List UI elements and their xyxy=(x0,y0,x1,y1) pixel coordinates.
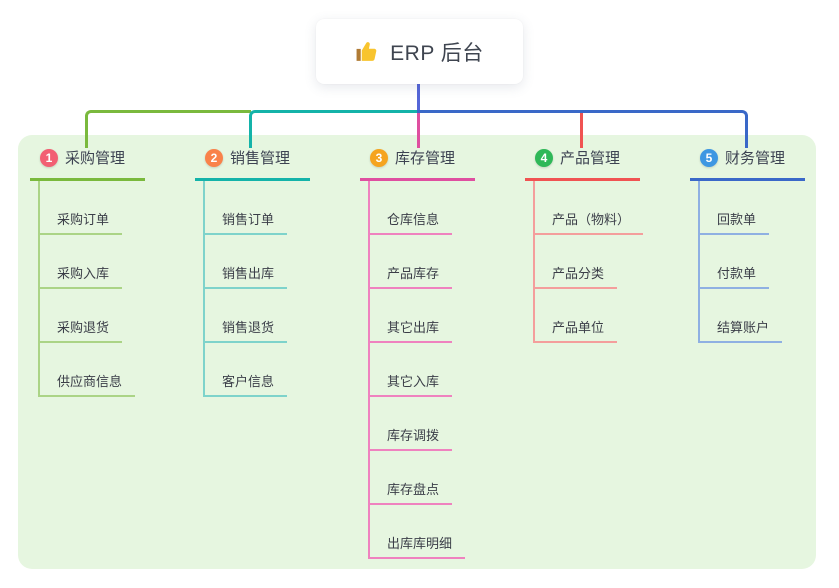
child-list-finance: 回款单 付款单 结算账户 xyxy=(698,181,805,343)
connector-branch-product xyxy=(580,113,583,148)
child-list-sales: 销售订单 销售出库 销售退货 客户信息 xyxy=(203,181,310,397)
child-node: 销售出库 xyxy=(205,235,310,289)
branch-number-badge: 1 xyxy=(40,148,58,167)
root-connector-line xyxy=(417,84,420,111)
child-node: 库存调拨 xyxy=(370,397,475,451)
child-node: 销售退货 xyxy=(205,289,310,343)
connector-branch-inventory xyxy=(417,113,420,148)
child-node-label[interactable]: 付款单 xyxy=(700,263,770,289)
child-node-label[interactable]: 销售订单 xyxy=(205,209,288,235)
branch-number-badge: 5 xyxy=(700,148,718,167)
child-node-label[interactable]: 采购入库 xyxy=(40,263,123,289)
child-node: 库存盘点 xyxy=(370,451,475,505)
branch-number-badge: 2 xyxy=(205,148,223,167)
branch-section-finance: 5 财务管理 回款单 付款单 结算账户 xyxy=(690,147,805,343)
child-node-label[interactable]: 其它出库 xyxy=(370,317,453,343)
child-node: 仓库信息 xyxy=(370,181,475,235)
branch-node-purchase[interactable]: 1 采购管理 xyxy=(30,147,145,181)
branch-node-product[interactable]: 4 产品管理 xyxy=(525,147,640,181)
child-list-product: 产品（物料） 产品分类 产品单位 xyxy=(533,181,644,343)
branch-number-badge: 4 xyxy=(535,148,553,167)
branch-label: 采购管理 xyxy=(65,150,126,167)
branch-section-purchase: 1 采购管理 采购订单 采购入库 采购退货 供应商信息 xyxy=(30,147,145,397)
root-node-erp[interactable]: ERP 后台 xyxy=(316,19,523,84)
branch-number-badge: 3 xyxy=(370,148,388,167)
child-node-label[interactable]: 销售退货 xyxy=(205,317,288,343)
branch-label: 库存管理 xyxy=(395,150,456,167)
branch-node-finance[interactable]: 5 财务管理 xyxy=(690,147,805,181)
branch-section-sales: 2 销售管理 销售订单 销售出库 销售退货 客户信息 xyxy=(195,147,310,397)
child-node: 销售订单 xyxy=(205,181,310,235)
child-node-label[interactable]: 其它入库 xyxy=(370,371,453,397)
connector-branch-finance xyxy=(417,110,748,148)
branch-label: 产品管理 xyxy=(560,150,621,167)
child-node: 产品分类 xyxy=(535,235,643,289)
child-node-label[interactable]: 回款单 xyxy=(700,209,770,235)
child-node: 出库库明细 xyxy=(370,505,475,559)
child-node-label[interactable]: 产品（物料） xyxy=(535,209,644,235)
branch-section-inventory: 3 库存管理 仓库信息 产品库存 其它出库 其它入库 库存调拨 库存盘点 出库库… xyxy=(360,147,475,559)
thumbs-up-icon xyxy=(356,42,377,61)
branch-node-inventory[interactable]: 3 库存管理 xyxy=(360,147,475,181)
connector-branch-purchase xyxy=(85,110,251,148)
child-node-label[interactable]: 结算账户 xyxy=(700,317,783,343)
child-node: 采购入库 xyxy=(40,235,145,289)
child-node: 产品单位 xyxy=(535,289,643,343)
child-node-label[interactable]: 采购订单 xyxy=(40,209,123,235)
child-node-label[interactable]: 产品单位 xyxy=(535,317,618,343)
child-node: 产品（物料） xyxy=(535,181,644,235)
child-node-label[interactable]: 销售出库 xyxy=(205,263,288,289)
branch-label: 销售管理 xyxy=(230,150,291,167)
child-list-inventory: 仓库信息 产品库存 其它出库 其它入库 库存调拨 库存盘点 出库库明细 xyxy=(368,181,475,559)
branch-label: 财务管理 xyxy=(725,150,786,167)
child-node: 结算账户 xyxy=(700,289,805,343)
child-node-label[interactable]: 产品库存 xyxy=(370,263,453,289)
child-node: 产品库存 xyxy=(370,235,475,289)
child-node: 采购订单 xyxy=(40,181,145,235)
child-node-label[interactable]: 采购退货 xyxy=(40,317,123,343)
child-node: 采购退货 xyxy=(40,289,145,343)
child-node: 其它出库 xyxy=(370,289,475,343)
child-node-label[interactable]: 客户信息 xyxy=(205,371,288,397)
child-node-label[interactable]: 出库库明细 xyxy=(370,533,466,559)
child-node-label[interactable]: 仓库信息 xyxy=(370,209,453,235)
branches-background-panel xyxy=(18,135,816,569)
child-node-label[interactable]: 库存盘点 xyxy=(370,479,453,505)
connector-branch-sales xyxy=(249,110,419,148)
child-node: 回款单 xyxy=(700,181,805,235)
child-list-purchase: 采购订单 采购入库 采购退货 供应商信息 xyxy=(38,181,145,397)
child-node: 付款单 xyxy=(700,235,805,289)
child-node: 供应商信息 xyxy=(40,343,145,397)
child-node-label[interactable]: 供应商信息 xyxy=(40,371,136,397)
branch-node-sales[interactable]: 2 销售管理 xyxy=(195,147,310,181)
child-node-label[interactable]: 库存调拨 xyxy=(370,425,453,451)
branch-section-product: 4 产品管理 产品（物料） 产品分类 产品单位 xyxy=(525,147,644,343)
root-node-label: ERP 后台 xyxy=(390,41,484,65)
child-node-label[interactable]: 产品分类 xyxy=(535,263,618,289)
child-node: 其它入库 xyxy=(370,343,475,397)
child-node: 客户信息 xyxy=(205,343,310,397)
